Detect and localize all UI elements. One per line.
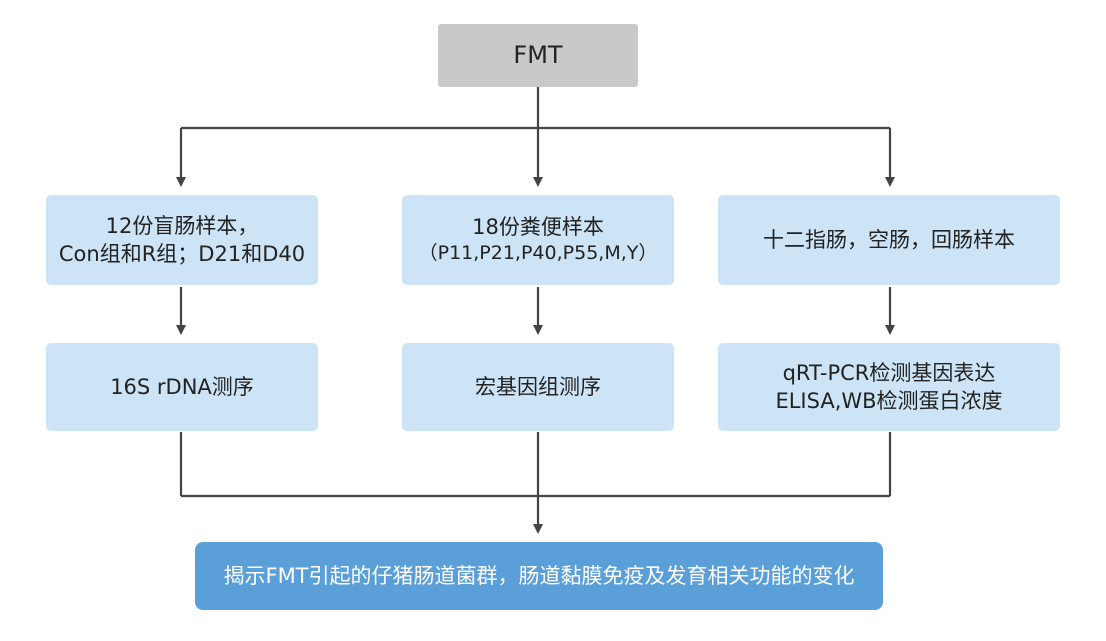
node-method-metagenome-line1: 宏基因组测序 xyxy=(475,374,601,399)
node-sample-intestine-line1: 十二指肠，空肠，回肠样本 xyxy=(763,227,1015,252)
node-method-qpcr: qRT-PCR检测基因表达 ELISA,WB检测蛋白浓度 xyxy=(718,343,1060,431)
node-method-qpcr-line2: ELISA,WB检测蛋白浓度 xyxy=(775,389,1003,413)
node-sample-feces-line1: 18份粪便样本 xyxy=(472,215,604,239)
node-method-qpcr-line1: qRT-PCR检测基因表达 xyxy=(782,360,996,385)
node-sample-intestine: 十二指肠，空肠，回肠样本 xyxy=(718,195,1060,285)
node-fmt: FMT xyxy=(438,24,638,87)
node-sample-cecum-line1: 12份盲肠样本， xyxy=(105,213,259,238)
node-method-metagenome: 宏基因组测序 xyxy=(402,343,674,431)
node-result: 揭示FMT引起的仔猪肠道菌群，肠道黏膜免疫及发育相关功能的变化 xyxy=(195,542,883,610)
node-sample-cecum-line2: Con组和R组；D21和D40 xyxy=(58,242,306,266)
node-method-16s: 16S rDNA测序 xyxy=(46,343,318,431)
node-fmt-label: FMT xyxy=(513,41,563,70)
node-sample-feces-line2: （P11,P21,P40,P55,M,Y） xyxy=(418,242,658,265)
node-sample-cecum: 12份盲肠样本， Con组和R组；D21和D40 xyxy=(46,195,318,285)
node-method-16s-line1: 16S rDNA测序 xyxy=(110,374,254,399)
node-result-label: 揭示FMT引起的仔猪肠道菌群，肠道黏膜免疫及发育相关功能的变化 xyxy=(223,563,855,588)
node-sample-feces: 18份粪便样本 （P11,P21,P40,P55,M,Y） xyxy=(402,195,674,285)
